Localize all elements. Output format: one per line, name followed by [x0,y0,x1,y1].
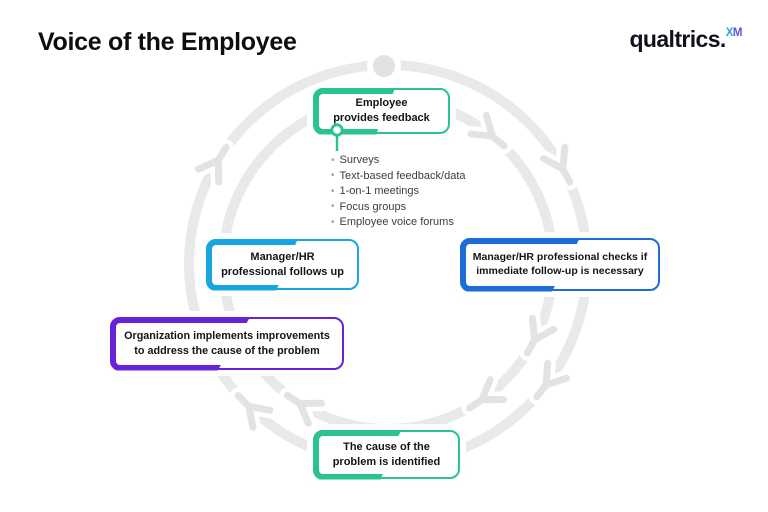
feedback-channel-item: Text-based feedback/data [331,169,466,185]
feedback-channels-list: SurveysText-based feedback/data1-on-1 me… [331,153,466,231]
node-manager-follows-up: Manager/HR professional follows up [205,238,359,291]
node-label: Employee provides feedback [333,97,430,124]
node-label: Manager/HR professional checks if immedi… [472,250,648,277]
arrow-chevron [535,139,578,191]
node-label: Organization implements improvements to … [124,330,330,357]
node-cause-identified: The cause of the problem is identified [312,429,460,480]
feedback-channel-item: Surveys [331,153,466,169]
arrow-chevron [230,387,278,436]
arrow-chevron [463,107,513,154]
node-label: The cause of the problem is identified [332,440,441,468]
feedback-channel-item: Employee voice forums [331,215,466,231]
feedback-channel-item: 1-on-1 meetings [331,184,466,200]
arrow-chevron [461,371,512,417]
node-organization-implements: Organization implements improvements to … [109,316,344,371]
qualtrics-logo: qualtrics.XM [629,26,742,53]
xm-badge: XM [725,27,743,39]
node-employee-provides-feedback: Employee provides feedback [312,87,450,135]
node-manager-checks-follow-up: Manager/HR professional checks if immedi… [459,237,660,292]
arrow-chevron [279,387,330,432]
feedback-channels: SurveysText-based feedback/data1-on-1 me… [331,153,466,231]
node-label: Manager/HR professional follows up [221,250,344,278]
arrow-chevron [190,139,235,190]
page-title: Voice of the Employee [38,28,297,56]
feedback-channel-item: Focus groups [331,200,466,216]
arrow-chevron [528,355,575,405]
qualtrics-wordmark: qualtrics. [629,26,726,52]
arrow-chevron [519,310,562,361]
